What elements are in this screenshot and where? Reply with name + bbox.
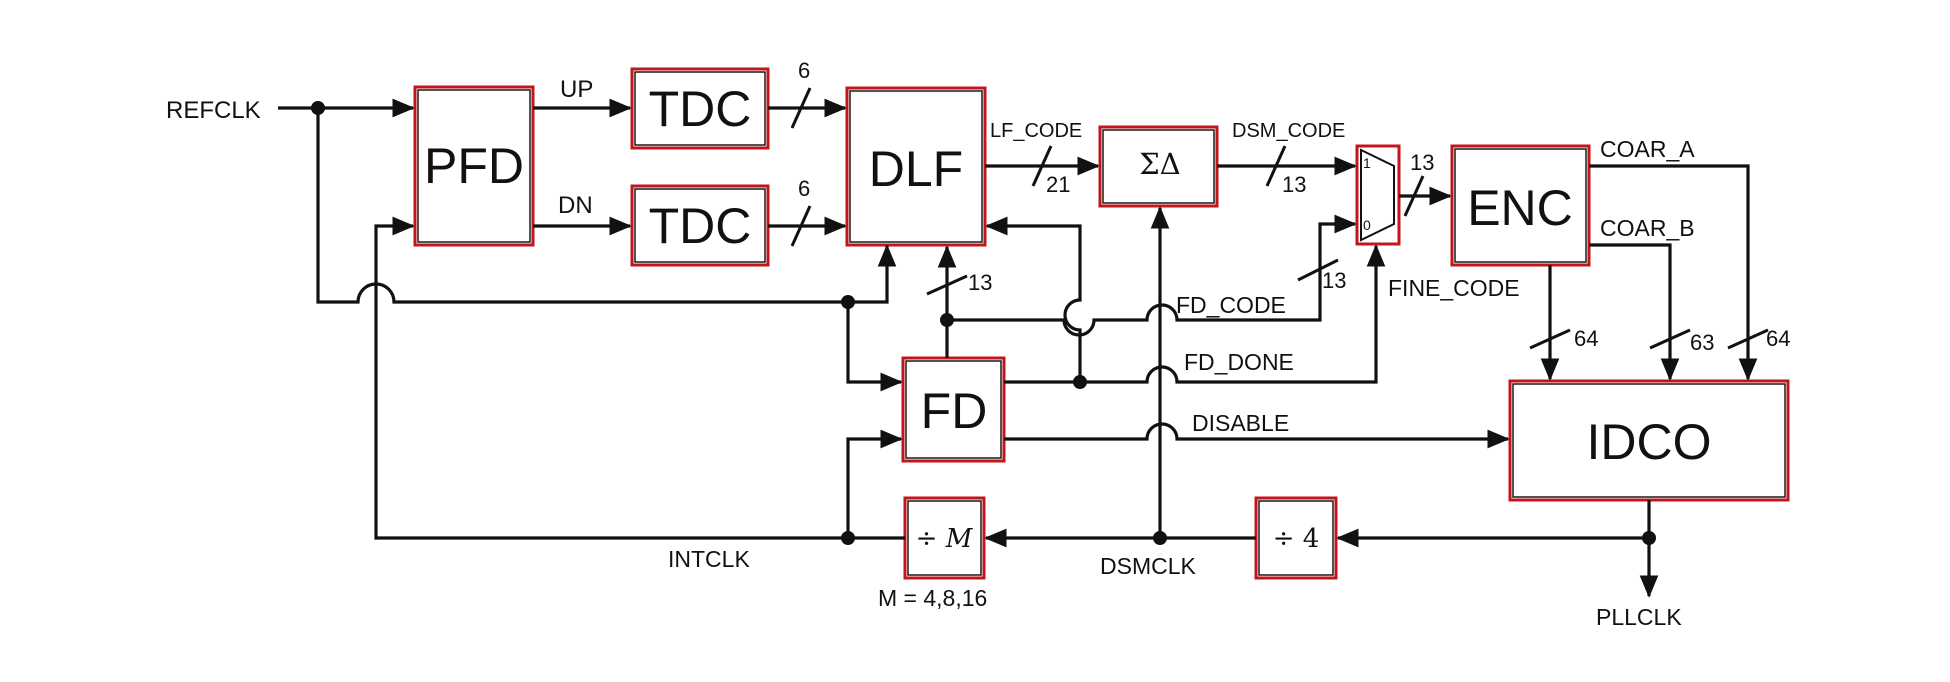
tdc-up-label: TDC (649, 81, 752, 137)
tdc-dn-bus-width: 6 (798, 176, 810, 201)
refclk-wire (278, 98, 903, 392)
pfd-label: PFD (424, 138, 524, 194)
divide-by-m-label: ÷ M (916, 524, 974, 554)
up-label: UP (560, 76, 593, 103)
pllclk-label: PLLCLK (1596, 604, 1682, 630)
dlf-block: DLF (845, 86, 987, 247)
enc-label: ENC (1467, 180, 1573, 236)
disable-label: DISABLE (1192, 410, 1289, 436)
bus-slashes (790, 87, 1769, 350)
tdc-up-bus-width: 6 (798, 58, 810, 83)
fd-label: FD (921, 383, 988, 439)
coar-a-label: COAR_A (1600, 136, 1695, 162)
fd-done-wire (1004, 244, 1386, 384)
sigma-delta-block: ΣΔ (1098, 125, 1219, 208)
fd-done-to-dlf-wire (985, 216, 1082, 382)
coar-b-label: COAR_B (1600, 215, 1695, 241)
fd-code-bus-width: 13 (1322, 268, 1346, 293)
lf-code-label: LF_CODE (990, 120, 1082, 142)
divide-by-4-block: ÷ 4 (1254, 496, 1338, 580)
coar-a-bus (1589, 164, 1758, 381)
fd-block: FD (901, 356, 1006, 463)
coar-a-bus-width: 64 (1766, 326, 1790, 351)
disable-wire (1004, 422, 1510, 449)
fd-code-bus (947, 214, 1357, 337)
intclk-label: INTCLK (668, 546, 750, 572)
enc-block: ENC (1450, 144, 1591, 267)
dsmclk-label: DSMCLK (1100, 553, 1197, 579)
mux-out-bus-width: 13 (1410, 150, 1434, 175)
fine-code-bus-width: 64 (1574, 326, 1598, 351)
divide-by-4-label: ÷ 4 (1273, 524, 1320, 554)
mux-input-1-label: 1 (1363, 155, 1371, 171)
coar-b-bus-width: 63 (1690, 330, 1714, 355)
sigma-delta-label: ΣΔ (1139, 147, 1180, 181)
dlf-label: DLF (869, 141, 963, 197)
refclk-label: REFCLK (166, 97, 261, 124)
coar-b-bus (1589, 243, 1680, 381)
fine-code-label: FINE_CODE (1388, 275, 1520, 301)
dsm-code-bus-width: 13 (1282, 172, 1306, 197)
tdc-dn-block: TDC (630, 184, 770, 267)
pfd-block: PFD (413, 85, 535, 247)
idco-block: IDCO (1508, 379, 1790, 502)
intclk-wire (374, 216, 905, 540)
junction-dots (311, 101, 1656, 545)
fd-to-dlf-bus-width: 13 (968, 270, 992, 295)
tdc-up-block: TDC (630, 67, 770, 150)
dn-label: DN (558, 192, 593, 219)
idco-label: IDCO (1587, 414, 1712, 470)
lf-code-bus-width: 21 (1046, 172, 1070, 197)
tdc-dn-label: TDC (649, 198, 752, 254)
fd-code-label: FD_CODE (1176, 292, 1286, 318)
mux-block: 1 0 (1355, 144, 1401, 246)
fd-done-label: FD_DONE (1184, 349, 1294, 375)
m-values-label: M = 4,8,16 (878, 585, 987, 611)
dsm-code-label: DSM_CODE (1232, 120, 1345, 142)
divide-by-m-block: ÷ M (903, 496, 986, 580)
mux-input-0-label: 0 (1363, 217, 1371, 233)
